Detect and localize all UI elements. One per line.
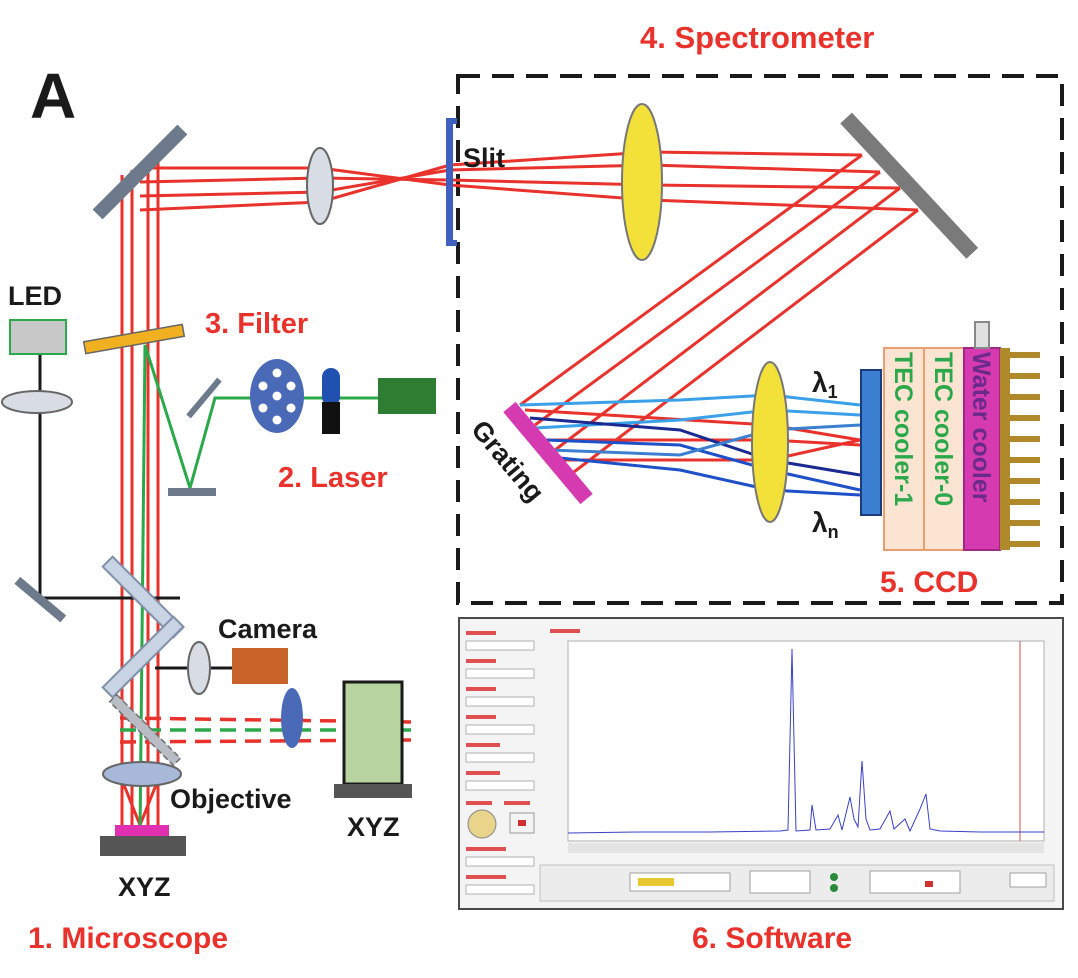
tec-cooler-0-label: TEC cooler-0 bbox=[929, 352, 957, 506]
filter-label: 3. Filter bbox=[205, 308, 308, 340]
xyz-right-label: XYZ bbox=[347, 812, 400, 842]
laser-label: 2. Laser bbox=[278, 462, 388, 494]
focusing-lens bbox=[751, 361, 789, 523]
grating bbox=[503, 401, 593, 505]
objective-label: Objective bbox=[170, 784, 292, 814]
spectrometer-mirror bbox=[840, 112, 979, 259]
water-cooler-label: Water cooler bbox=[967, 352, 995, 503]
software-xaxis bbox=[568, 843, 1044, 853]
objective-lens bbox=[102, 761, 182, 787]
sample-stage bbox=[100, 836, 186, 856]
dichroic-3 bbox=[108, 693, 182, 767]
side-lens bbox=[281, 688, 303, 748]
slit-label: Slit bbox=[463, 143, 505, 173]
camera-body bbox=[232, 648, 288, 684]
software-plot-area bbox=[567, 640, 1045, 842]
laser-source bbox=[378, 378, 436, 414]
lambda1-label: λ1 bbox=[812, 367, 838, 402]
green-fold-mirror bbox=[168, 488, 216, 496]
slit bbox=[446, 118, 457, 246]
software-spectrum bbox=[567, 648, 1044, 834]
ccd-sensor bbox=[860, 369, 882, 516]
beam-expander-holes bbox=[258, 368, 296, 425]
sample bbox=[115, 825, 169, 836]
tec-cooler-1 bbox=[883, 347, 925, 551]
side-stage bbox=[334, 784, 412, 798]
panel-letter: A bbox=[30, 60, 76, 132]
cuvette bbox=[342, 680, 404, 786]
top-mirror bbox=[92, 124, 188, 220]
spectrometer-box bbox=[456, 74, 1064, 605]
water-fitting bbox=[974, 321, 990, 349]
software-control-labels bbox=[466, 629, 580, 879]
led-mirror bbox=[14, 576, 67, 623]
tube-lens bbox=[306, 147, 334, 225]
blue-beams bbox=[519, 393, 861, 497]
laser-lens-top bbox=[322, 368, 340, 406]
spectrometer-label: 4. Spectrometer bbox=[640, 20, 874, 55]
software-label: 6. Software bbox=[692, 922, 852, 955]
filter bbox=[82, 323, 186, 355]
laser-steering-mirror bbox=[186, 377, 222, 419]
microscope-label: 1. Microscope bbox=[28, 922, 228, 955]
led-lens bbox=[1, 390, 73, 414]
software-screenshot-art bbox=[460, 619, 1062, 908]
tec-cooler-1-label: TEC cooler-1 bbox=[889, 352, 917, 506]
dichroic-2 bbox=[101, 615, 185, 699]
camera-lens bbox=[187, 641, 211, 695]
software-dial bbox=[467, 809, 497, 839]
heat-sink bbox=[1000, 348, 1040, 550]
xyz-left-label: XYZ bbox=[118, 872, 171, 902]
lambdan-label: λn bbox=[812, 507, 839, 542]
led-source bbox=[9, 319, 67, 355]
laser-lens-base bbox=[322, 402, 340, 434]
software-controls bbox=[465, 640, 535, 895]
collimating-lens bbox=[621, 103, 663, 261]
camera-label: Camera bbox=[218, 614, 318, 644]
led-label: LED bbox=[8, 281, 62, 311]
water-cooler bbox=[963, 347, 1001, 551]
ccd-label: 5. CCD bbox=[880, 566, 978, 599]
software-screenshot bbox=[458, 617, 1064, 910]
